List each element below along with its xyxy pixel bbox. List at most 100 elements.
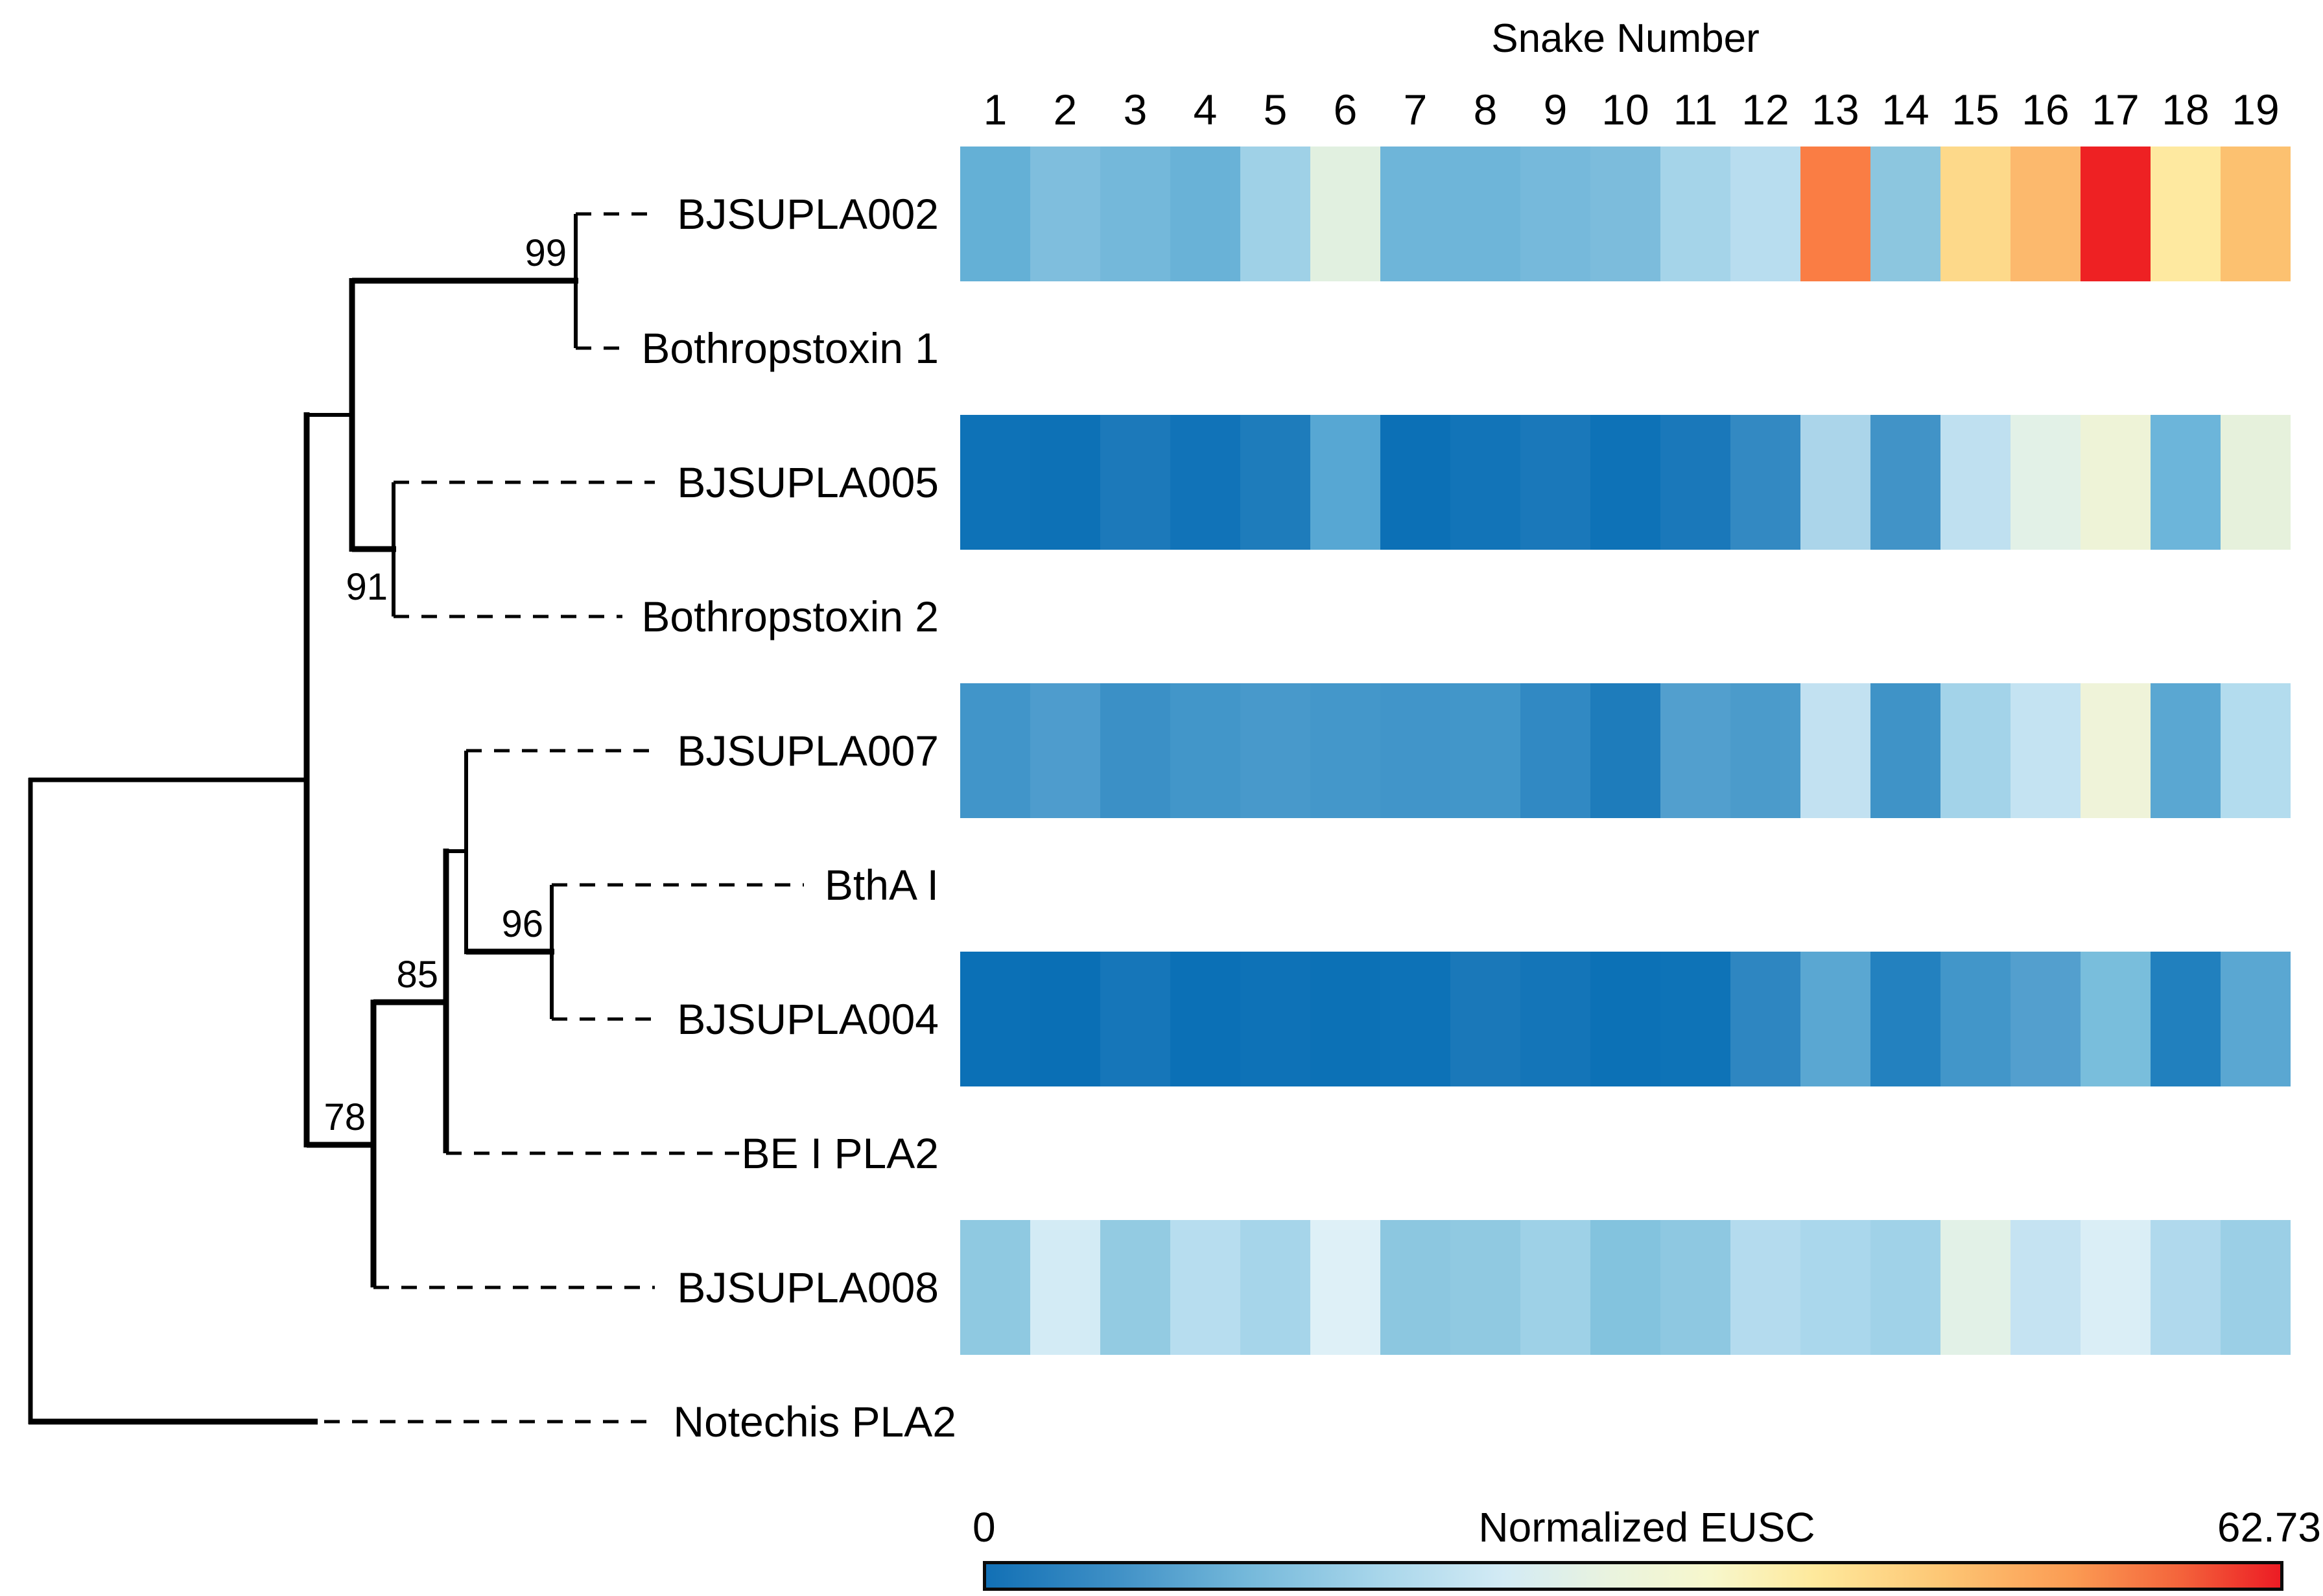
heatmap-cell xyxy=(2011,683,2081,818)
heatmap-cell xyxy=(1380,1220,1450,1355)
heatmap-cell xyxy=(1660,952,1730,1086)
heatmap-row-BJSUPLA005 xyxy=(960,415,2291,550)
heatmap-cell xyxy=(1450,415,1520,550)
heatmap-cell xyxy=(960,147,1030,281)
heatmap-cell xyxy=(1240,683,1310,818)
heatmap-cell xyxy=(1310,683,1380,818)
heatmap-cell xyxy=(1800,952,1870,1086)
heatmap-cell xyxy=(1590,147,1660,281)
leaf-label-bjsupla005: BJSUPLA005 xyxy=(677,458,939,506)
heatmap-cell xyxy=(2221,415,2291,550)
heatmap-cell xyxy=(1730,147,1800,281)
heatmap-cell xyxy=(2081,952,2151,1086)
heatmap-cell xyxy=(1870,415,1940,550)
heatmap-cell xyxy=(1380,415,1450,550)
heatmap-cell xyxy=(1940,683,2011,818)
bootstrap-91: 91 xyxy=(346,566,388,608)
column-label: 19 xyxy=(2232,86,2280,134)
leaf-label-bjsupla004: BJSUPLA004 xyxy=(677,995,939,1043)
heatmap-cell xyxy=(1660,147,1730,281)
heatmap-cell xyxy=(1520,1220,1590,1355)
heatmap-cell xyxy=(1520,952,1590,1086)
leaf-label-btha1: BthA I xyxy=(825,861,939,909)
column-label: 1 xyxy=(983,86,1008,134)
heatmap-cell xyxy=(1940,952,2011,1086)
heatmap-cell xyxy=(1030,147,1100,281)
column-label: 14 xyxy=(1881,86,1929,134)
column-label: 10 xyxy=(1601,86,1649,134)
heatmap-cell xyxy=(2221,147,2291,281)
column-label: 4 xyxy=(1193,86,1218,134)
heatmap-cell xyxy=(1520,147,1590,281)
leaf-label-bjsupla008: BJSUPLA008 xyxy=(677,1263,939,1311)
column-label: 15 xyxy=(1952,86,1999,134)
column-label: 17 xyxy=(2092,86,2140,134)
column-label: 11 xyxy=(1673,86,1718,134)
heatmap-cell xyxy=(2151,683,2221,818)
column-label: 12 xyxy=(1741,86,1789,134)
heatmap-cell xyxy=(1380,952,1450,1086)
heatmap-cell xyxy=(1030,683,1100,818)
heatmap-cell xyxy=(1310,952,1380,1086)
heatmap-cell xyxy=(2081,683,2151,818)
heatmap-cell xyxy=(1100,147,1170,281)
heatmap-cell xyxy=(1240,952,1310,1086)
heatmap-cell xyxy=(2011,1220,2081,1355)
heatmap-cell xyxy=(2081,147,2151,281)
leaf-label-bothropstoxin1: Bothropstoxin 1 xyxy=(641,324,939,372)
heatmap-cell xyxy=(2011,952,2081,1086)
heatmap-cell xyxy=(1590,415,1660,550)
heatmap-cell xyxy=(1450,1220,1520,1355)
heatmap-cell xyxy=(1870,1220,1940,1355)
heatmap-cell xyxy=(1170,147,1240,281)
heatmap-cell xyxy=(1940,147,2011,281)
heatmap-cell xyxy=(1800,683,1870,818)
bootstrap-85: 85 xyxy=(396,954,438,996)
heatmap-row-BJSUPLA007 xyxy=(960,683,2291,818)
heatmap-cell xyxy=(1800,1220,1870,1355)
heatmap-cell xyxy=(1660,1220,1730,1355)
column-label: 5 xyxy=(1263,86,1288,134)
heatmap-cell xyxy=(960,1220,1030,1355)
heatmap-cell xyxy=(1380,683,1450,818)
column-label: 18 xyxy=(2162,86,2210,134)
heatmap-cell xyxy=(1380,147,1450,281)
column-label: 2 xyxy=(1053,86,1078,134)
heatmap-cell xyxy=(1310,147,1380,281)
heatmap-cell xyxy=(1590,683,1660,818)
heatmap-cell xyxy=(1730,683,1800,818)
heatmap-cell xyxy=(1520,683,1590,818)
heatmap-cell xyxy=(960,415,1030,550)
leaf-label-bjsupla007: BJSUPLA007 xyxy=(677,727,939,775)
column-label: 6 xyxy=(1333,86,1358,134)
heatmap-cell xyxy=(1940,1220,2011,1355)
column-label: 3 xyxy=(1123,86,1148,134)
column-label: 13 xyxy=(1811,86,1859,134)
heatmap-cell xyxy=(1940,415,2011,550)
leaf-label-bjsupla002: BJSUPLA002 xyxy=(677,190,939,238)
colorbar xyxy=(983,1561,2283,1591)
colorbar-title: Normalized EUSC xyxy=(1478,1504,1815,1551)
heatmap-cell xyxy=(1450,952,1520,1086)
column-label: 9 xyxy=(1543,86,1568,134)
heatmap-cell xyxy=(1240,415,1310,550)
heatmap-cell xyxy=(2011,415,2081,550)
heatmap-row-BJSUPLA008 xyxy=(960,1220,2291,1355)
heatmap-cell xyxy=(1800,415,1870,550)
heatmap-cell xyxy=(1100,1220,1170,1355)
heatmap-cell xyxy=(1520,415,1590,550)
phylogenetic-tree: BJSUPLA002 Bothropstoxin 1 BJSUPLA005 Bo… xyxy=(28,190,956,1446)
heatmap-cell xyxy=(1100,683,1170,818)
heatmap-cell xyxy=(1450,147,1520,281)
heatmap-cell xyxy=(1310,1220,1380,1355)
heatmap-cell xyxy=(1660,415,1730,550)
heatmap-cell xyxy=(1730,952,1800,1086)
heatmap-cell xyxy=(1870,147,1940,281)
heatmap-cell xyxy=(1030,952,1100,1086)
column-label: 16 xyxy=(2022,86,2069,134)
heatmap-cell xyxy=(1030,415,1100,550)
heatmap-cell xyxy=(1100,415,1170,550)
heatmap-cell xyxy=(1730,1220,1800,1355)
